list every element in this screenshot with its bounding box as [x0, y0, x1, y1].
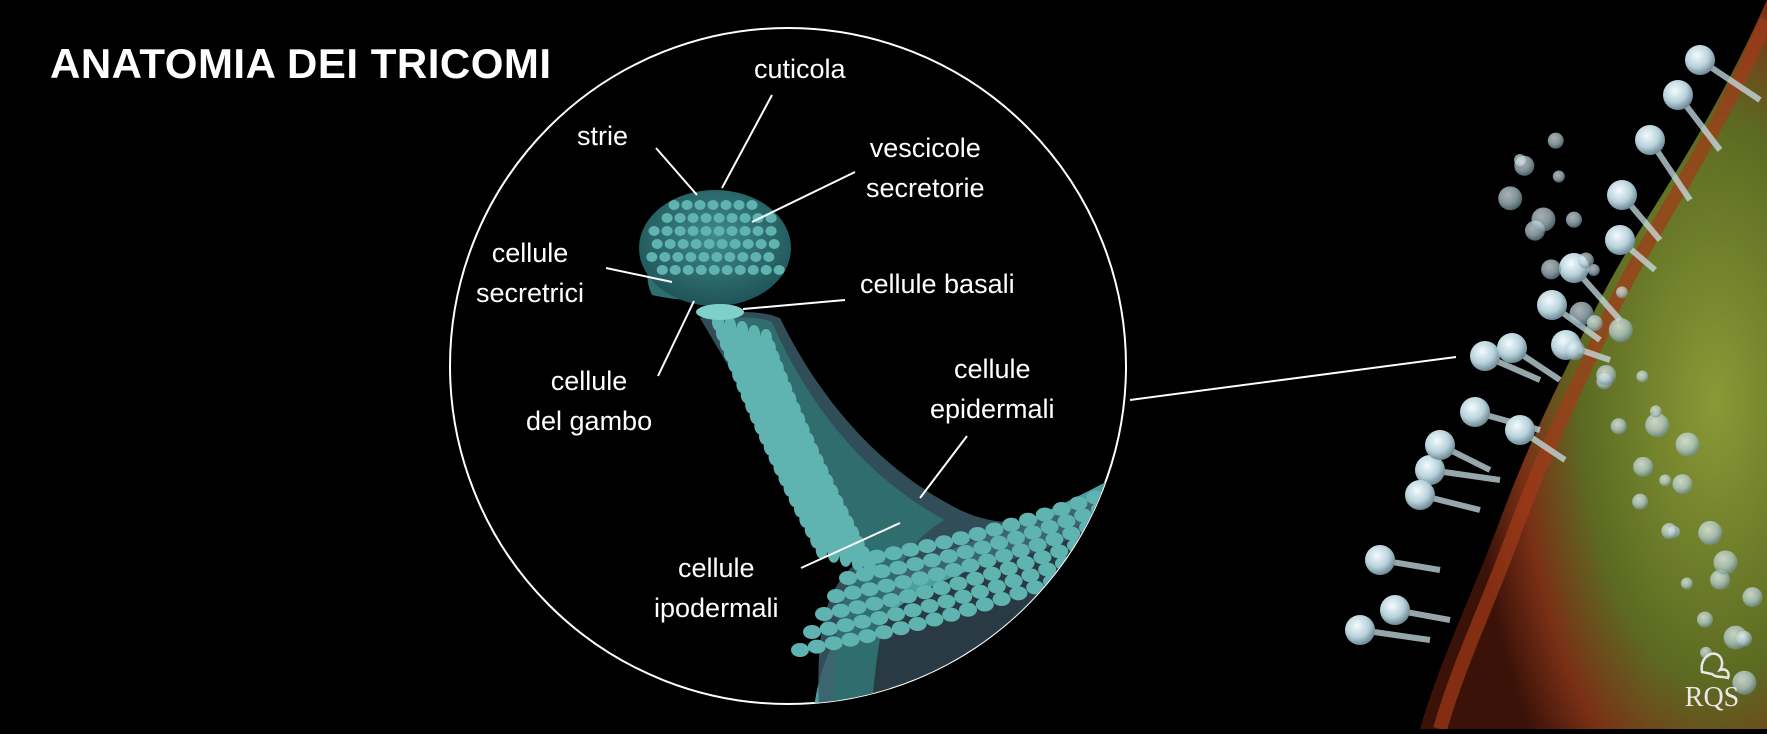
label-cuticola: cuticola — [754, 54, 846, 84]
label-strie: strie — [577, 121, 629, 151]
magnified-view — [449, 27, 1127, 705]
label-cellule-basali: cellule basali — [860, 269, 1015, 299]
callout-line — [1129, 356, 1457, 401]
label-cellule-del-gambo: cellule del gambo — [526, 366, 653, 436]
label-cellule-epidermali: cellule epidermali — [930, 354, 1055, 424]
label-cellule-ipodermali: cellule ipodermali — [654, 553, 779, 623]
label-vescicole-secretorie: vescicole secretorie — [866, 133, 985, 203]
svg-text:RQS: RQS — [1685, 682, 1739, 713]
diagram-title: ANATOMIA DEI TRICOMI — [50, 40, 552, 87]
rqs-logo: RQS — [1685, 652, 1739, 713]
plant-surface-photo — [1345, 0, 1767, 731]
label-leaders — [605, 94, 968, 569]
lion-icon — [1700, 652, 1730, 680]
label-cellule-secretrici: cellule secretrici — [476, 238, 585, 308]
